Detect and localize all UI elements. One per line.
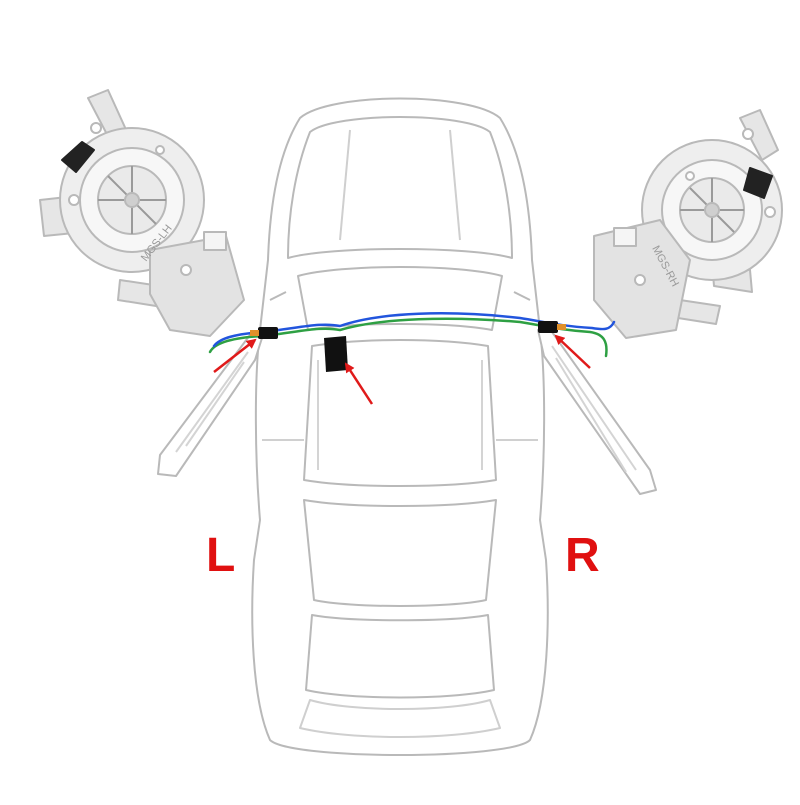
car-roof <box>303 339 497 487</box>
car-trunk <box>305 614 495 699</box>
car-outline <box>251 97 549 756</box>
regulator-left-motor <box>149 235 245 337</box>
car-hood <box>287 116 513 259</box>
arrow-left-connector <box>213 338 257 373</box>
regulator-right: MGS-RH <box>593 109 783 339</box>
pointer-arrows <box>213 334 591 405</box>
door-right <box>537 329 657 495</box>
regulator-right-clip <box>743 167 773 199</box>
connector-right <box>538 321 558 333</box>
side-label-left: L <box>206 529 236 582</box>
side-label-right: R <box>565 529 600 582</box>
car-rear-window <box>303 499 497 607</box>
car-body <box>251 97 549 756</box>
car-windshield <box>297 266 503 331</box>
regulator-left: MGS-LH <box>39 89 245 337</box>
connectors <box>250 321 566 372</box>
regulator-left-clip <box>61 141 95 173</box>
connector-left <box>258 327 278 339</box>
arrow-right-connector <box>554 334 591 369</box>
door-left <box>157 334 263 477</box>
control-module <box>324 336 348 372</box>
arrow-control-module <box>344 362 374 405</box>
